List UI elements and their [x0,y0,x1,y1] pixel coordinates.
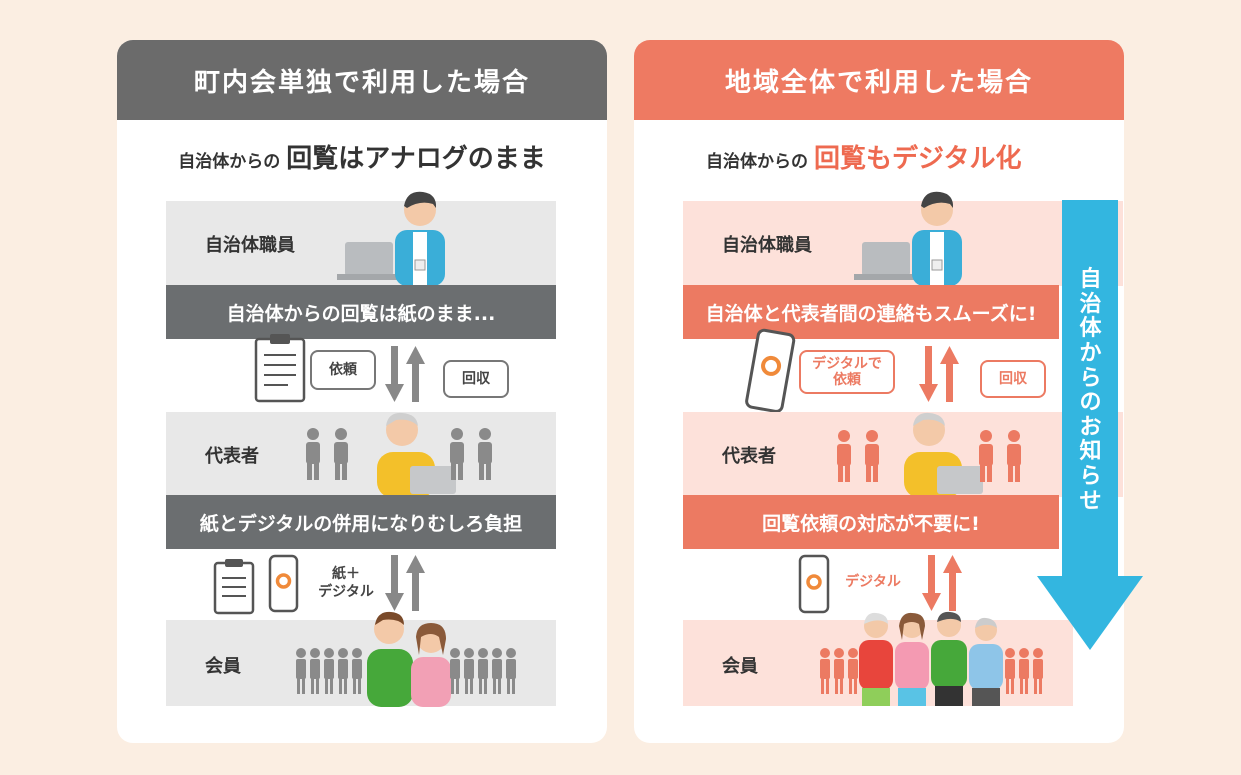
side-arrow-text: 自治体からのお知らせ [1076,268,1106,514]
right-members-crowd-icon [819,648,863,696]
left-panel-header: 町内会単独で利用した場合 [117,40,607,120]
right-members-crowd-2-icon [1004,648,1048,696]
right-subtitle-prefix: 自治体からの [706,152,808,172]
left-return-bubble: 回収 [443,360,509,398]
left-people-group-icon [303,428,363,483]
right-request-bubble: デジタルで 依頼 [799,350,895,394]
left-subtitle-prefix: 自治体からの [178,152,280,172]
right-subtitle-highlight: 回覧もデジタル化 [814,144,1021,174]
right-smartphone-small-icon [799,555,831,615]
right-subtitle: 自治体からの回覧もデジタル化 [634,138,1124,175]
left-request-bubble: 依頼 [310,350,376,390]
right-return-text: 回収 [999,371,1027,387]
right-flow2-label: デジタル [838,574,908,592]
right-request-text: デジタルで 依頼 [812,356,882,388]
clipboard-icon [254,333,309,403]
right-panel-header: 地域全体で利用した場合 [634,40,1124,120]
officer-illustration [345,190,485,285]
right-representative-message: 回覧依頼の対応が不要に! [683,495,1059,549]
right-officer-label: 自治体職員 [722,231,812,257]
left-representative-message: 紙とデジタルの併用になりむしろ負担 [166,495,556,549]
left-return-text: 回収 [462,371,490,387]
left-members-crowd-icon [295,648,365,696]
left-members-couple-illustration [367,607,457,707]
right-members-group-illustration [859,610,1004,706]
left-flow2-label: 紙＋ デジタル [311,566,381,601]
smartphone-icon [269,555,299,613]
left-members-crowd-2-icon [449,648,519,696]
clipboard-small-icon [213,558,258,614]
left-flow1-arrows-icon [387,346,427,406]
left-subtitle-highlight: 回覧はアナログのまま [286,144,545,174]
right-representative-label: 代表者 [722,442,776,468]
right-people-group-2-icon [976,430,1036,485]
right-people-group-icon [834,430,894,485]
left-request-text: 依頼 [329,362,357,378]
left-representative-label: 代表者 [205,442,259,468]
left-officer-message: 自治体からの回覧は紙のまま... [166,285,556,339]
right-flow2-arrows-icon [924,555,964,615]
right-members-label: 会員 [722,652,758,678]
left-panel: 町内会単独で利用した場合 自治体からの回覧はアナログのまま 自治体職員 自治体か… [117,40,607,743]
left-members-label: 会員 [205,652,241,678]
right-officer-illustration [862,190,1002,285]
left-people-group-2-icon [447,428,507,483]
left-flow2-arrows-icon [387,555,427,615]
left-subtitle: 自治体からの回覧はアナログのまま [117,138,607,175]
right-officer-message: 自治体と代表者間の連絡もスムーズに! [683,285,1059,339]
left-officer-label: 自治体職員 [205,231,295,257]
right-flow1-arrows-icon [921,346,961,406]
right-smartphone-icon [746,328,796,416]
